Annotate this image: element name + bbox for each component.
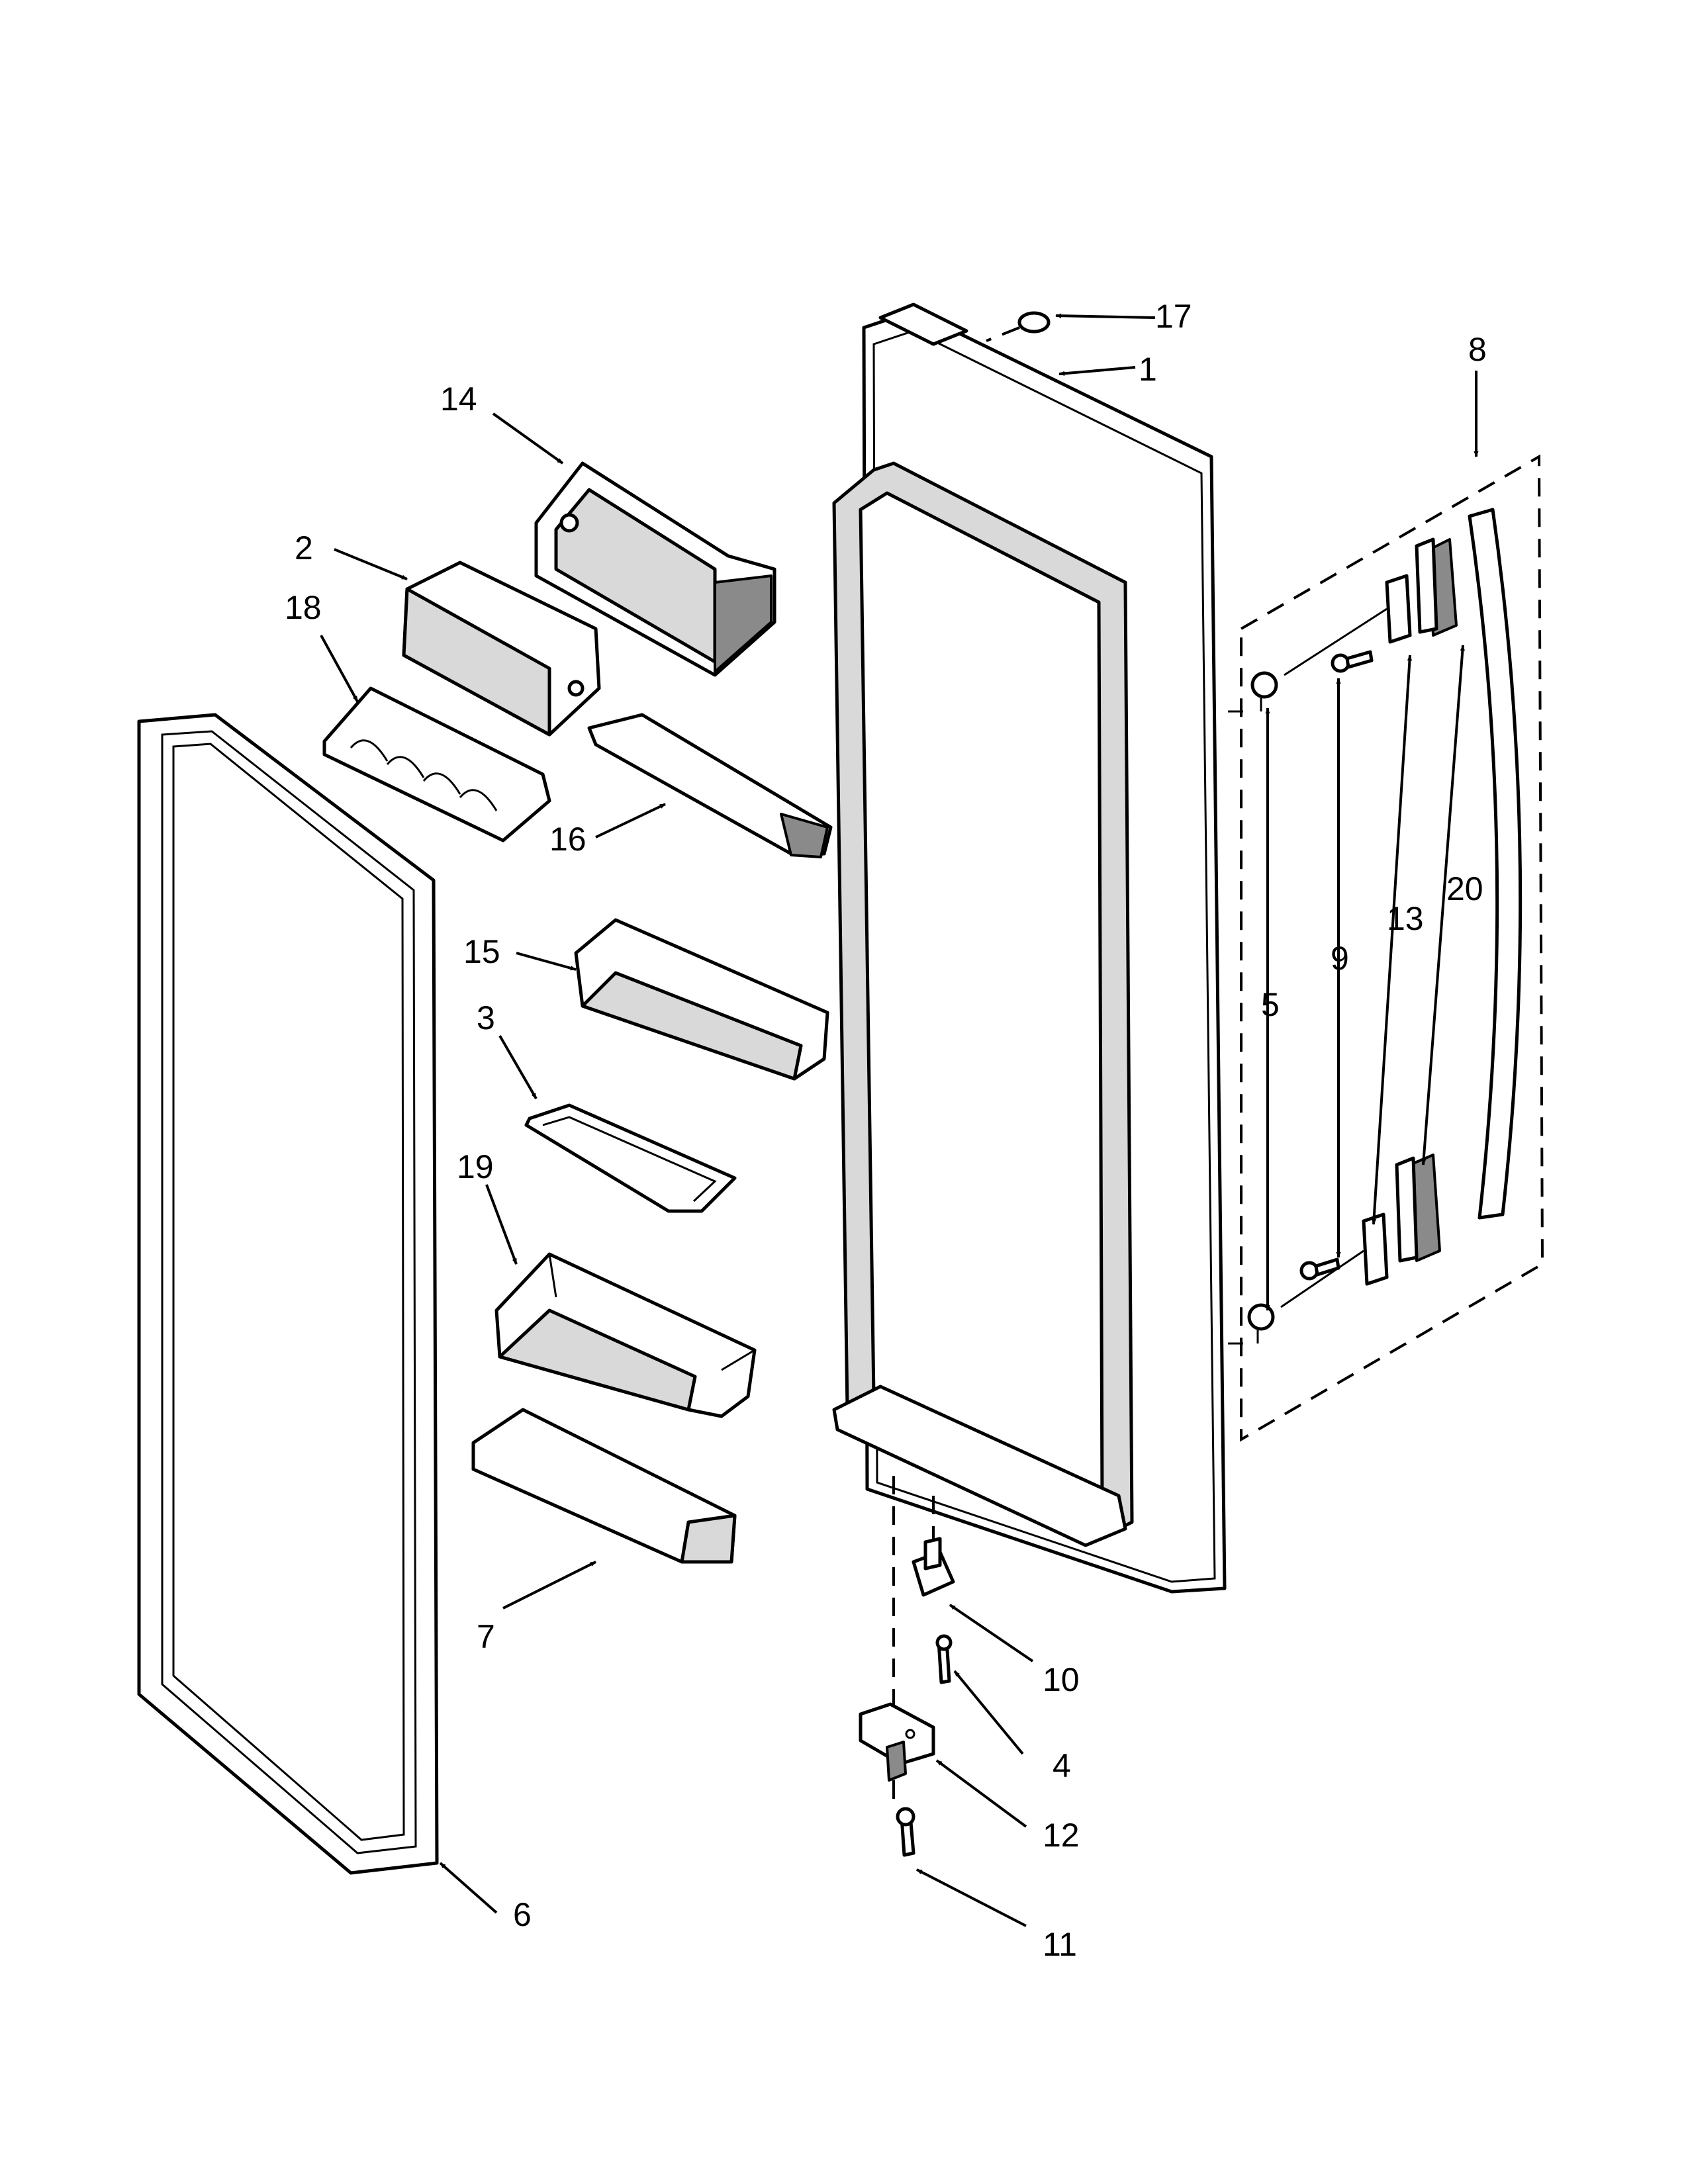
callout-8: 8 [1468,331,1487,368]
egg-tray [322,686,551,842]
leader-lines [320,313,1479,1927]
dairy-door [402,561,601,737]
handle-bracket-upper [1284,574,1412,676]
door-handle [1468,508,1523,1220]
refrigerator-door [832,302,1227,1594]
callout-6: 6 [513,1896,532,1933]
hinge-bracket [859,1702,935,1782]
handle-screw-upper [1331,650,1374,673]
bin-rail [471,1408,737,1564]
callout-4: 4 [1053,1747,1071,1784]
door-bin-lower [494,1252,757,1418]
handle-screw-lower [1299,1257,1340,1281]
dairy-bin [534,461,776,677]
callout-14: 14 [440,381,477,418]
callout-16: 16 [549,821,586,858]
callout-15: 15 [463,933,500,970]
hinge-screw-upper [935,1634,953,1684]
handle-end-cap-lower [1395,1154,1441,1263]
door-gasket [137,713,439,1875]
hinge-pin [892,1476,955,1800]
callout-3: 3 [477,999,495,1036]
callout-19: 19 [457,1148,494,1185]
callout-13: 13 [1387,900,1424,937]
handle-bracket-lower [1280,1212,1389,1308]
callout-1: 1 [1139,351,1157,388]
callout-2: 2 [295,529,313,567]
callout-10: 10 [1043,1661,1080,1698]
callout-9: 9 [1331,940,1349,977]
handle-stud-lower [1247,1303,1275,1343]
callout-labels: 17 1 8 14 2 18 16 15 3 19 7 6 5 9 13 20 … [285,298,1487,1963]
callout-20: 20 [1446,870,1483,907]
plug [986,311,1051,342]
shelf-cover [587,713,833,858]
callout-11: 11 [1043,1926,1077,1963]
handle-stud-upper [1250,671,1278,711]
callout-7: 7 [477,1618,495,1655]
callout-18: 18 [285,589,322,626]
handle-assembly-box [1228,454,1544,1442]
callout-12: 12 [1043,1817,1080,1854]
door-shelf [524,1103,737,1213]
door-bin-upper [574,918,829,1081]
handle-end-cap-upper [1415,537,1458,637]
callout-17: 17 [1155,298,1192,335]
hinge-screw-lower [896,1807,915,1857]
callout-5: 5 [1261,986,1280,1023]
